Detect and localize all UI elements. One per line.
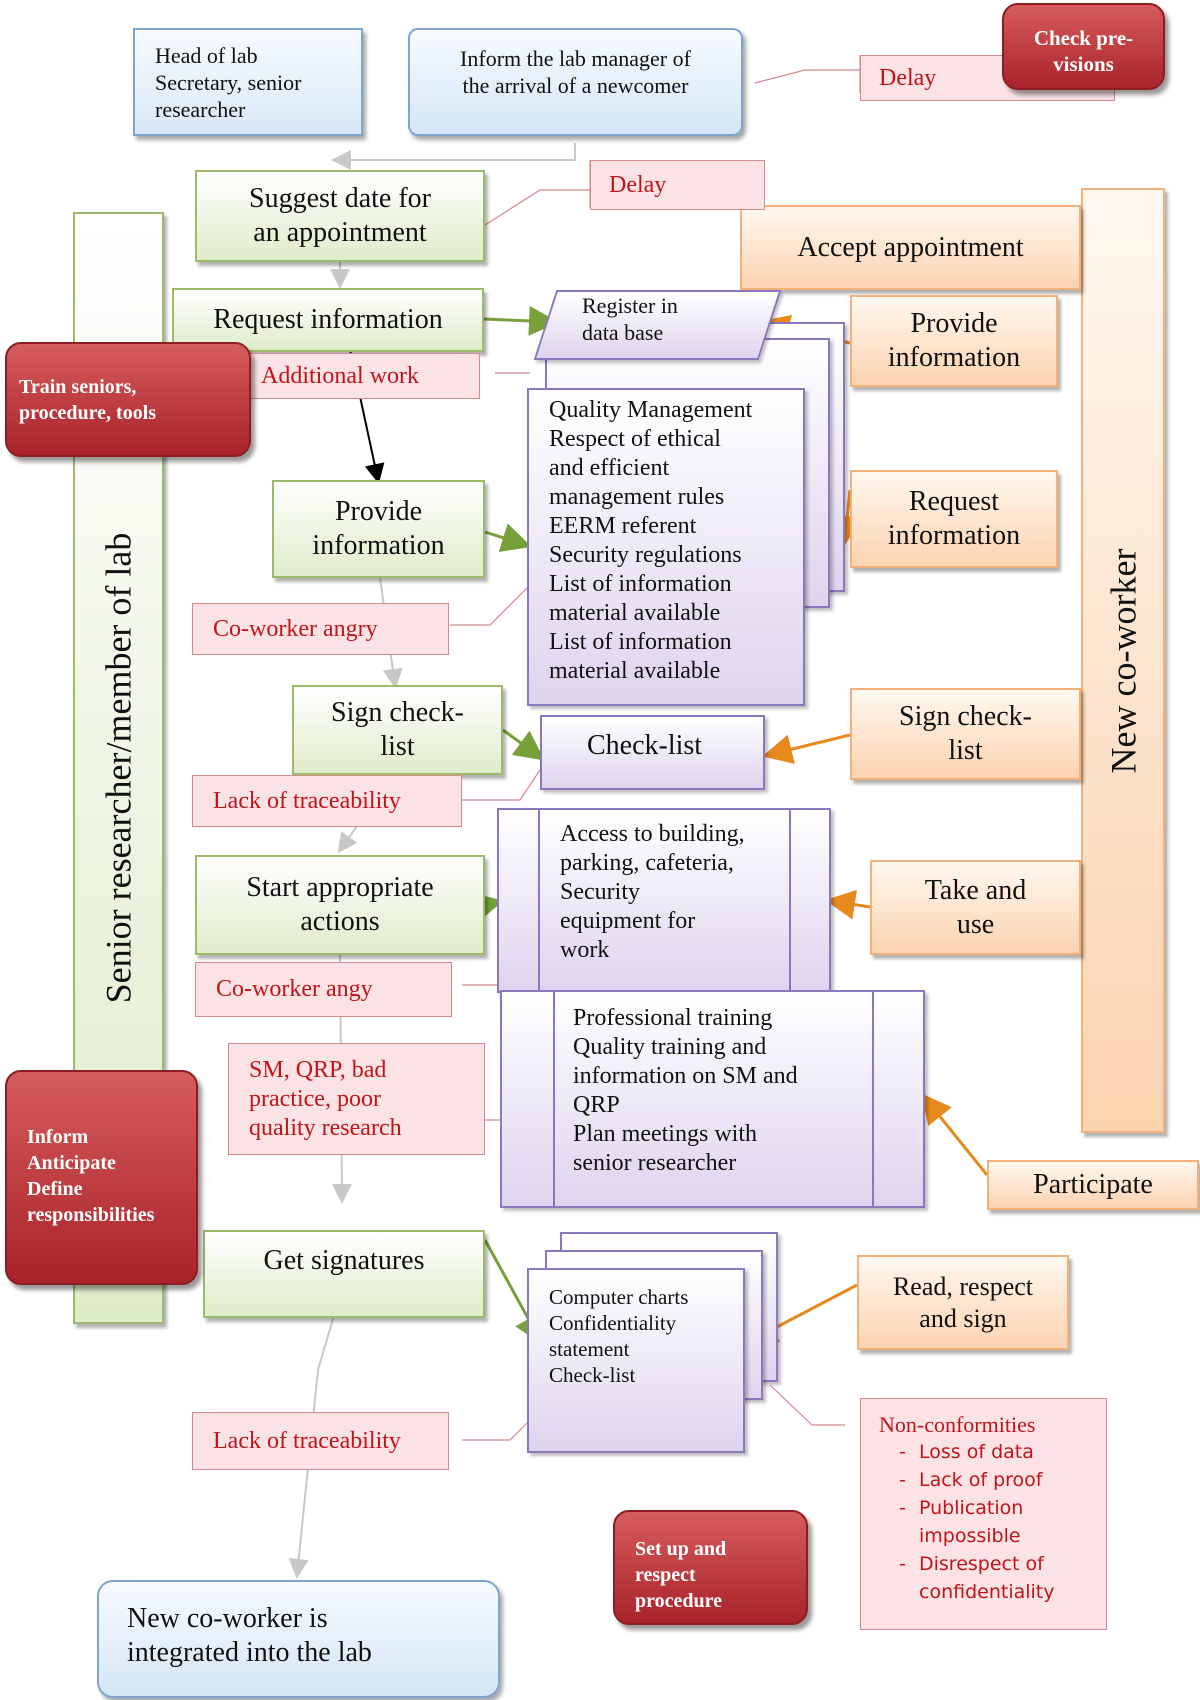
arrow-participate-to-training: [921, 1093, 989, 1176]
doc-checklist: Check-list: [540, 715, 765, 790]
action-train-seniors: Train seniors, procedure, tools: [5, 342, 251, 457]
risk-lack-traceability-1: Lack of traceability: [192, 775, 462, 827]
arrow-sign-to-checklist-right: [762, 733, 851, 764]
step-suggest-date: Suggest date for an appointment: [195, 170, 485, 262]
step-get-signatures: Get signatures: [203, 1230, 485, 1318]
coworker-participate: Participate: [987, 1160, 1199, 1210]
doc-training-divider-right: [872, 990, 874, 1208]
head-of-lab-box: Head of lab Secretary, senior researcher: [133, 28, 363, 136]
doc-access-divider-right: [789, 808, 791, 993]
end-integrated-box: New co-worker is integrated into the lab: [97, 1580, 500, 1698]
coworker-take-and-use: Take and use: [870, 860, 1081, 955]
risk-lack-traceability-2: Lack of traceability: [192, 1412, 449, 1470]
step-provide-information: Provide information: [272, 480, 485, 578]
step-start-actions: Start appropriate actions: [195, 855, 485, 955]
arrow-start-to-access: [471, 892, 504, 923]
doc-register-database-text: Register in data base: [582, 293, 678, 345]
nonconformities-title: Non-conformities: [879, 1412, 1036, 1437]
doc-information-list: Quality Management Respect of ethical an…: [527, 388, 805, 706]
risk-coworker-angy: Co-worker angy: [195, 962, 452, 1017]
risk-coworker-angry: Co-worker angry: [192, 603, 449, 655]
nonconformity-item: -Lack of proof: [899, 1469, 1043, 1491]
nonconformity-item: -Loss of data: [899, 1441, 1034, 1463]
doc-access-divider-left: [538, 808, 540, 993]
coworker-read-respect-sign: Read, respect and sign: [857, 1255, 1069, 1350]
action-set-up-procedure: Set up and respect procedure: [613, 1510, 808, 1625]
doc-computer-charts: Computer charts Confidentiality statemen…: [527, 1268, 745, 1453]
arrow-request-info-to-list: [832, 489, 863, 546]
lane-senior-label: Senior researcher/member of lab: [98, 532, 139, 1004]
doc-access-building: Access to building, parking, cafeteria, …: [560, 821, 745, 963]
nonconformity-item: -Disrespect of confidentiality: [899, 1553, 1055, 1603]
arrow-request-to-register: [483, 305, 559, 336]
action-check-provisions: Check pre- visions: [1002, 3, 1165, 90]
doc-training-frame: [500, 990, 925, 1208]
arrow-provide-to-list: [484, 523, 532, 553]
step-request-information: Request information: [172, 288, 484, 352]
arrow-sign-to-checklist: [502, 728, 545, 761]
coworker-provide-information: Provide information: [850, 295, 1058, 387]
step-sign-checklist: Sign check- list: [292, 685, 503, 775]
coworker-accept-appointment: Accept appointment: [740, 205, 1081, 290]
flow-arrow-inform-to-suggest: [331, 143, 576, 170]
doc-training: Professional training Quality training a…: [573, 1005, 798, 1176]
inform-manager-box: Inform the lab manager of the arrival of…: [408, 28, 743, 136]
lane-new-coworker: New co-worker: [1081, 188, 1165, 1133]
risk-nonconformities: Non-conformities -Loss of data -Lack of …: [860, 1398, 1107, 1630]
nonconformities-list: -Loss of data -Lack of proof -Publicatio…: [899, 1438, 1055, 1606]
risk-sm-qrp: SM, QRP, bad practice, poor quality rese…: [228, 1043, 485, 1155]
arrow-take-to-access: [825, 889, 871, 920]
risk-additional-work: Additional work: [240, 353, 480, 399]
action-inform-anticipate: Inform Anticipate Define responsibilitie…: [5, 1070, 198, 1285]
risk-delay-mid: Delay: [590, 160, 765, 210]
doc-access-frame: [497, 808, 831, 993]
nonconformity-item: -Publication impossible: [899, 1497, 1024, 1547]
doc-training-divider-left: [553, 990, 555, 1208]
lane-coworker-label: New co-worker: [1103, 548, 1143, 773]
coworker-sign-checklist: Sign check- list: [850, 688, 1081, 780]
coworker-request-information: Request information: [850, 470, 1058, 568]
